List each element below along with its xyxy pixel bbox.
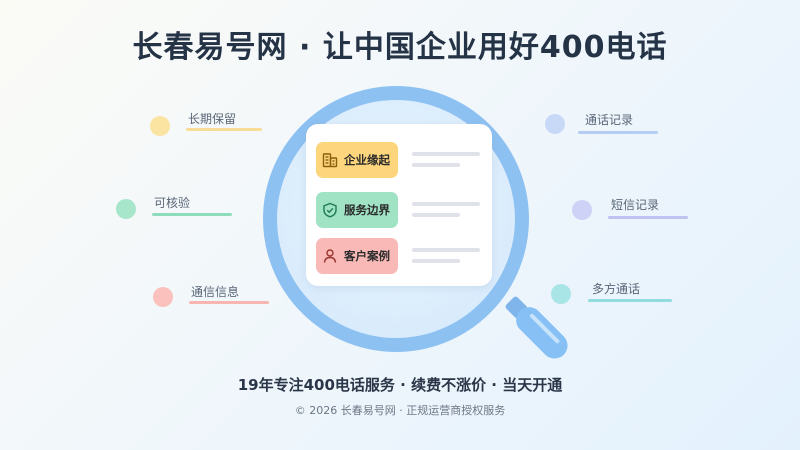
- tag-label: 通信信息: [191, 285, 240, 299]
- tag-label: 多方通话: [592, 282, 641, 296]
- card-row-origin: 企业缘起: [316, 142, 484, 178]
- origin-label: 企业缘起: [344, 153, 390, 167]
- tag-underline: [152, 213, 232, 216]
- copyright-footer: © 2026 长春易号网 · 正规运营商授权服务: [294, 404, 506, 417]
- tag-dot: [150, 116, 170, 136]
- user-icon: [323, 249, 337, 263]
- placeholder-line: [412, 202, 480, 206]
- tag-label: 短信记录: [611, 198, 660, 212]
- tag-underline: [189, 301, 269, 304]
- tag-dot: [153, 287, 173, 307]
- placeholder-line: [412, 152, 480, 156]
- tag-dot: [116, 199, 136, 219]
- cases-pill: 客户案例: [316, 238, 398, 274]
- tagline: 19年专注400电话服务 · 续费不涨价 · 当天开通: [237, 376, 563, 394]
- placeholder-line: [412, 163, 460, 167]
- cases-label: 客户案例: [344, 249, 390, 263]
- scope-label: 服务边界: [344, 203, 390, 217]
- tag-dot: [545, 114, 565, 134]
- tag-underline: [186, 128, 262, 131]
- placeholder-line: [412, 259, 460, 263]
- placeholder-line: [412, 248, 480, 252]
- tag-label: 长期保留: [188, 112, 237, 126]
- info-card: 企业缘起 服务边界 客户案例: [306, 124, 492, 286]
- building-icon: [322, 153, 338, 168]
- tag-dot: [572, 200, 592, 220]
- tag-label: 通话记录: [585, 113, 634, 127]
- shield-check-icon: [323, 202, 337, 218]
- tag-dot: [551, 284, 571, 304]
- scope-pill: 服务边界: [316, 192, 398, 228]
- tag-underline: [588, 299, 672, 302]
- card-row-scope: 服务边界: [316, 192, 484, 228]
- tag-label: 可核验: [154, 196, 191, 210]
- tag-underline: [578, 131, 658, 134]
- tag-underline: [608, 216, 688, 219]
- page-title: 长春易号网 · 让中国企业用好400电话: [132, 30, 668, 65]
- origin-pill: 企业缘起: [316, 142, 398, 178]
- placeholder-line: [412, 213, 460, 217]
- card-row-cases: 客户案例: [316, 238, 484, 274]
